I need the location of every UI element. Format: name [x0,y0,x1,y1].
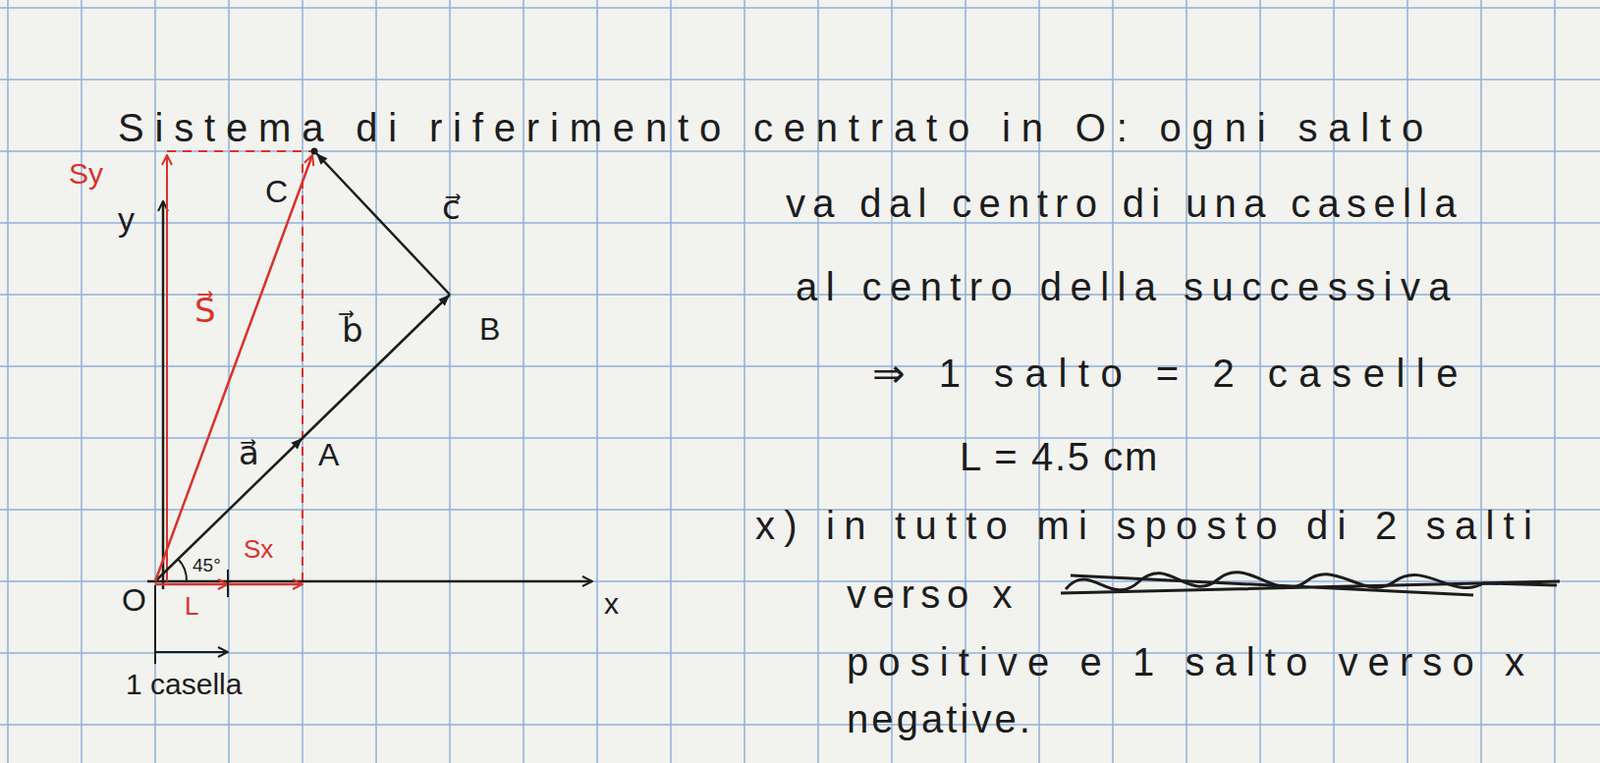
dashed-guide [166,150,313,153]
tick [226,569,229,598]
vector-label-holder: S⃗ [194,292,217,330]
point-label: C [265,174,288,210]
grid-line [0,580,1600,583]
note-line: ⇒ 1 salto = 2 caselle [872,351,1470,395]
angle-arc [177,558,187,582]
note-line-holder: x) in tutto mi sposto di 2 salti [755,503,1542,548]
vector-b [302,294,450,439]
length-label-holder: L [184,592,199,621]
axis-label-holder: y [117,201,135,238]
grid-line [0,723,1600,726]
vector-label-holder: a⃗ [238,435,260,472]
y-axis [162,201,166,590]
grid-line [80,0,83,763]
component-label: Sx [243,535,274,564]
point-label: A [318,438,339,473]
measure-label: 1 casella [125,667,242,701]
note-line-holder: negative. [846,697,1034,741]
vector-label: b⃗ [341,312,364,349]
axis-label-holder: x [604,587,619,620]
vector-label-holder: c⃗ [441,189,461,226]
note-line-holder: va dal centro di una casella [785,181,1464,225]
x-axis [147,580,593,584]
grid-line [0,6,1600,9]
heading-note-holder: Sistema di riferimento centrato in O: og… [117,106,1435,150]
note-line: positive e 1 salto verso x [846,640,1535,684]
axis-label-holder: Sy [68,157,104,190]
measure-label-holder: 1 casella [125,667,242,701]
axis-label: y [117,201,135,238]
note-line-holder: al centro della successiva [795,265,1459,309]
grid-line [0,150,1600,153]
vector-label-holder: b⃗ [341,312,364,349]
length-label: L [184,592,199,621]
note-line-holder: verso x [846,572,1019,616]
l-segment [155,583,228,587]
sx-component [227,583,303,587]
point-label-holder: A [318,438,339,473]
note-line: va dal centro di una casella [785,181,1464,225]
point-label-holder: C [265,174,288,210]
note-line: x) in tutto mi sposto di 2 salti [755,503,1542,548]
component-label-holder: Sx [243,535,274,564]
note-line: verso x [846,572,1019,616]
point-label-holder: B [479,312,500,347]
vector-s [155,155,313,582]
strike-line [1060,575,1560,596]
vector-label: S⃗ [194,292,217,330]
origin-label-holder: O [121,583,147,618]
note-line: al centro della successiva [795,265,1459,309]
measure-arrow [155,651,228,654]
vector-label: a⃗ [238,435,260,472]
note-line: L = 4.5 cm [959,435,1159,479]
heading-note: Sistema di riferimento centrato in O: og… [117,106,1435,150]
axis-label: Sy [68,157,104,190]
vector-label: c⃗ [441,189,461,226]
grid-line [0,78,1600,81]
vector-c [316,153,450,295]
angle-label-holder: 45° [192,555,221,577]
origin-label: O [121,583,147,618]
note-line-holder: positive e 1 salto verso x [846,640,1535,684]
point-label: B [479,312,500,347]
axis-label: x [604,587,619,620]
note-line: negative. [846,697,1034,741]
angle-label: 45° [192,555,221,577]
sy-component [165,155,168,582]
grid-line [1553,0,1556,763]
note-line-holder: ⇒ 1 salto = 2 caselle [872,351,1470,395]
dashed-guide [301,157,304,582]
vector-a [155,438,303,582]
note-line-holder: L = 4.5 cm [959,435,1159,479]
grid-line [6,0,9,763]
